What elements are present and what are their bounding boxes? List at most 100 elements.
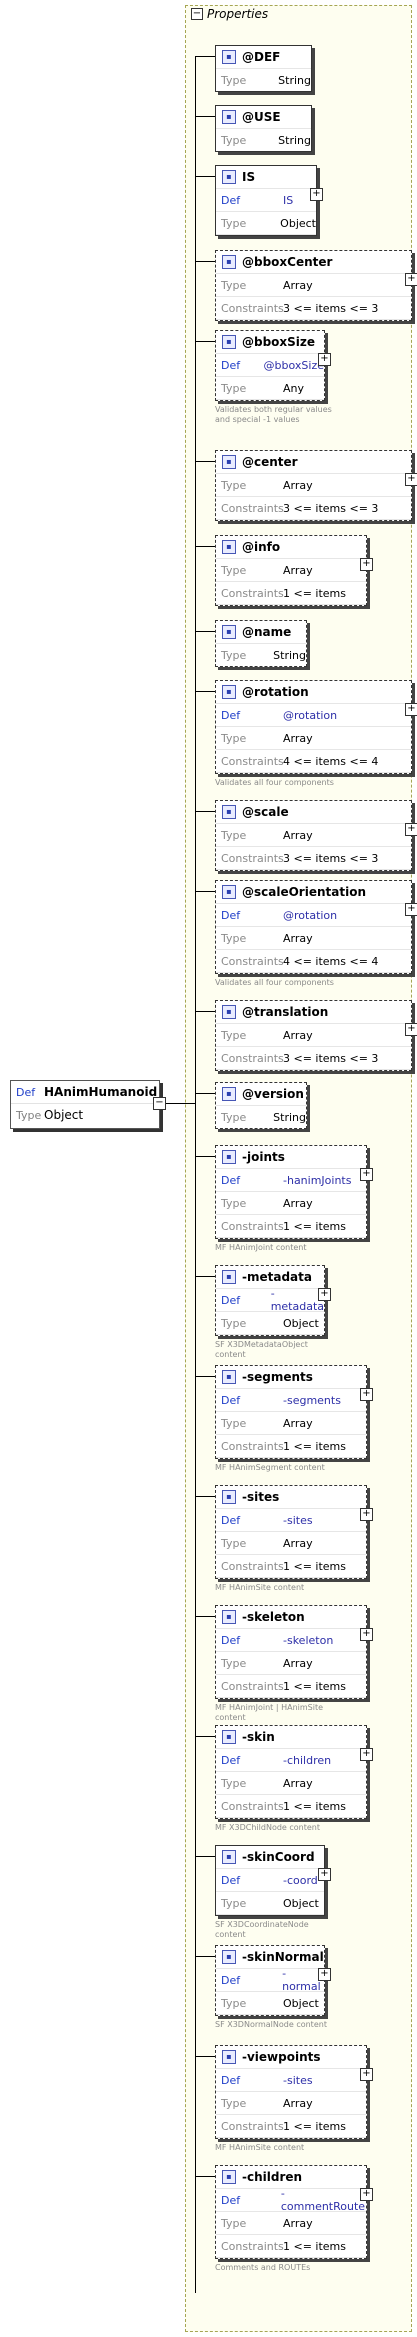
def-label: Def <box>16 1085 36 1099</box>
collapse-icon[interactable]: − <box>153 1097 166 1110</box>
expand-icon[interactable]: + <box>360 1628 373 1641</box>
expand-icon[interactable]: + <box>360 1388 373 1401</box>
element-name: @name <box>242 625 292 639</box>
tree-branch <box>195 1616 215 1617</box>
type-value: Array <box>283 1416 313 1430</box>
expand-icon[interactable]: + <box>360 2188 373 2201</box>
type-value: String <box>273 1110 306 1124</box>
expand-icon[interactable]: + <box>360 2068 373 2081</box>
def-value: -coord <box>283 1873 318 1887</box>
type-label: Type <box>221 1896 247 1910</box>
element-icon: ▪ <box>222 1950 236 1964</box>
type-value: Object <box>280 216 316 230</box>
def-label: Def <box>221 1173 241 1187</box>
expand-icon[interactable]: + <box>405 473 417 486</box>
type-value: Array <box>283 1196 313 1210</box>
expand-icon[interactable]: + <box>318 1968 331 1981</box>
type-value: Array <box>283 478 313 492</box>
tree-branch <box>195 1276 215 1277</box>
expand-icon[interactable]: + <box>360 1748 373 1761</box>
expand-icon[interactable]: + <box>310 188 323 201</box>
type-value: Array <box>283 278 313 292</box>
type-value: String <box>278 133 311 147</box>
element-name: -skinNormal <box>242 1950 324 1964</box>
root-element-box[interactable]: Def HAnimHumanoid Type Object − <box>10 1080 166 1129</box>
type-label: Type <box>221 1536 247 1550</box>
tree-branch <box>195 2056 215 2057</box>
def-value: -sites <box>283 2073 313 2087</box>
constraints-value: 1 <= items <box>283 586 347 600</box>
expand-icon[interactable]: + <box>318 1868 331 1881</box>
constraints-value: 1 <= items <box>283 2239 347 2253</box>
constraints-value: 1 <= items <box>283 1799 347 1813</box>
expand-icon[interactable]: + <box>360 1168 373 1181</box>
expand-icon[interactable]: + <box>405 903 417 916</box>
def-label: Def <box>221 1973 241 1987</box>
tree-branch <box>195 546 215 547</box>
collapse-icon[interactable]: − <box>191 8 203 20</box>
type-label: Type <box>221 1316 247 1330</box>
element-annotation: SF X3DNormalNode content <box>215 2020 327 2029</box>
element-name: -skinCoord <box>242 1850 315 1864</box>
tree-branch <box>195 261 215 262</box>
expand-icon[interactable]: + <box>405 703 417 716</box>
type-label: Type <box>221 931 247 945</box>
type-label: Type <box>221 133 247 147</box>
constraints-value: 3 <= items <= 3 <box>283 501 379 515</box>
tree-branch <box>195 116 215 117</box>
element-icon: ▪ <box>222 170 236 184</box>
expand-icon[interactable]: + <box>405 823 417 836</box>
expand-icon[interactable]: + <box>318 1288 331 1301</box>
constraints-value: 1 <= items <box>283 1679 347 1693</box>
element-name: @version <box>242 1087 304 1101</box>
tree-branch <box>195 461 215 462</box>
constraints-label: Constraints <box>221 586 284 600</box>
tree-branch <box>195 1011 215 1012</box>
expand-icon[interactable]: + <box>318 353 331 366</box>
type-label: Type <box>221 1110 247 1124</box>
constraints-label: Constraints <box>221 851 284 865</box>
expand-icon[interactable]: + <box>405 273 417 286</box>
constraints-label: Constraints <box>221 1051 284 1065</box>
expand-icon[interactable]: + <box>360 558 373 571</box>
tree-branch <box>195 811 215 812</box>
constraints-label: Constraints <box>221 501 284 515</box>
constraints-value: 1 <= items <box>283 1219 347 1233</box>
def-value: @bboxSize <box>263 358 324 372</box>
constraints-value: 3 <= items <= 3 <box>283 301 379 315</box>
tree-spine <box>195 57 196 2293</box>
element-icon: ▪ <box>222 1610 236 1624</box>
def-label: Def <box>221 1873 241 1887</box>
constraints-label: Constraints <box>221 1679 284 1693</box>
element-icon: ▪ <box>222 1730 236 1744</box>
element-icon: ▪ <box>222 1850 236 1864</box>
expand-icon[interactable]: + <box>360 1508 373 1521</box>
expand-icon[interactable]: + <box>405 1023 417 1036</box>
properties-header[interactable]: − Properties <box>186 6 268 22</box>
type-value: String <box>278 73 311 87</box>
def-value: @rotation <box>283 708 338 722</box>
